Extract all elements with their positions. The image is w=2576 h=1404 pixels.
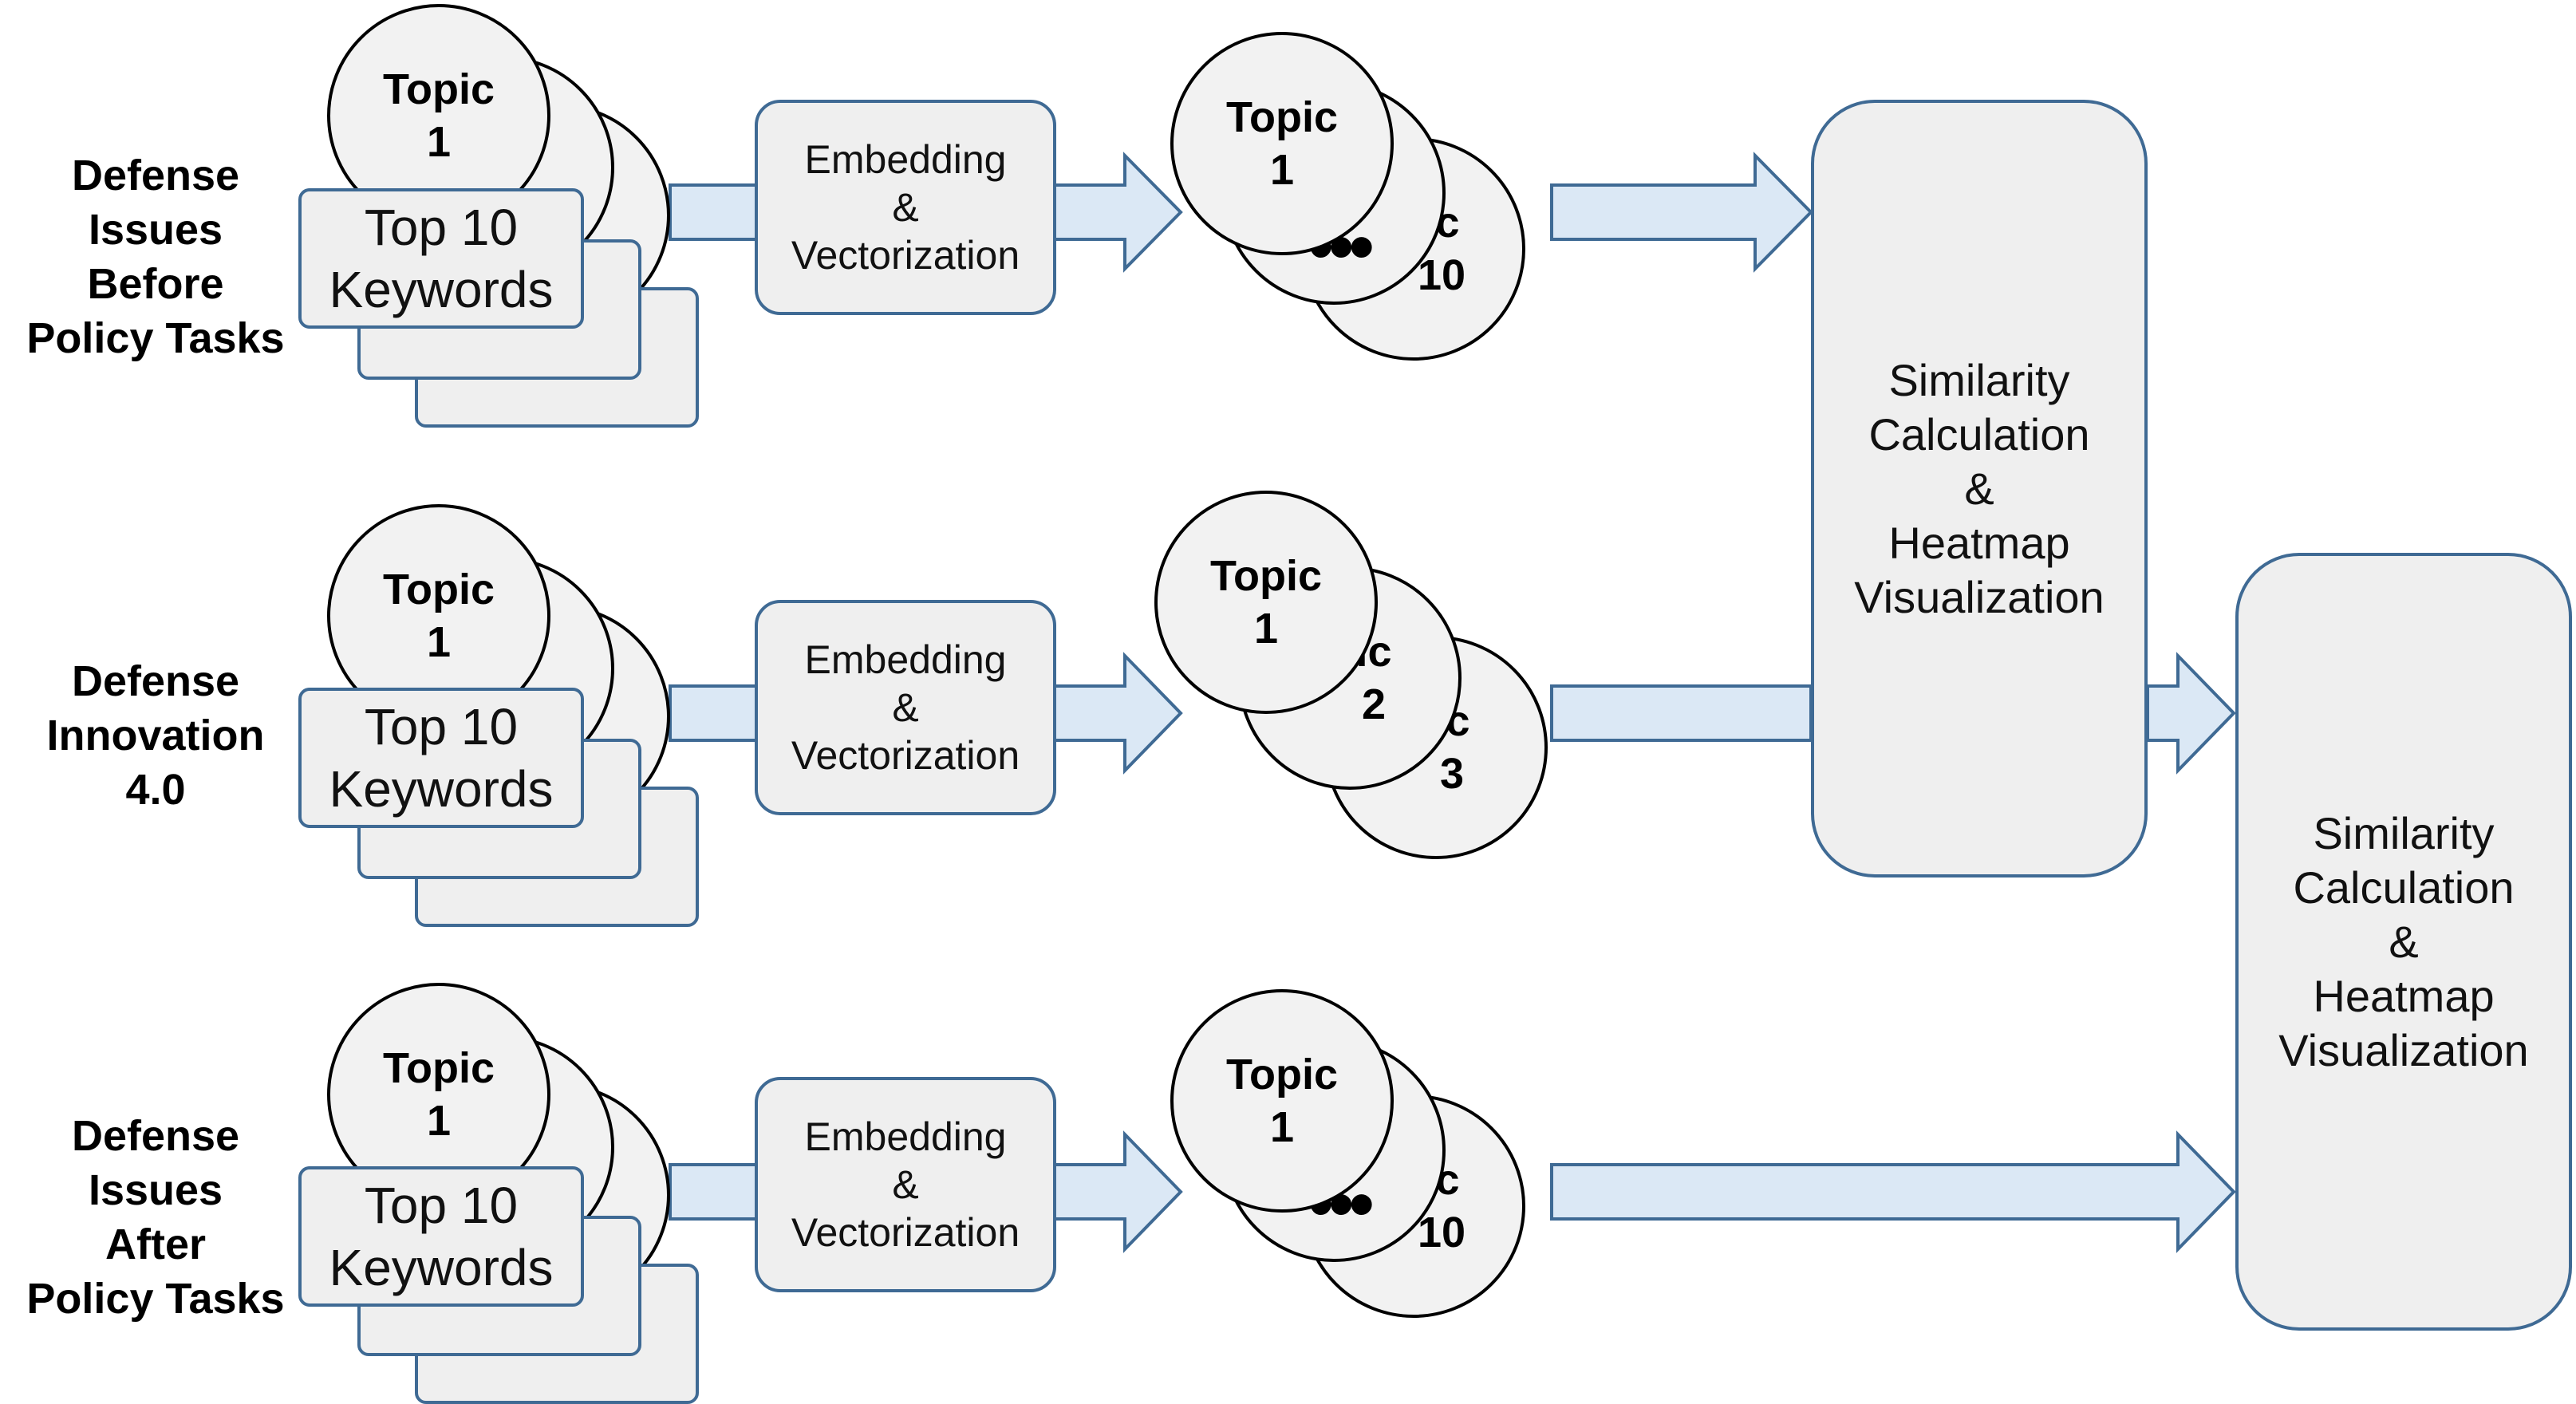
embedding-line: & — [892, 185, 919, 230]
arrow-embedding-to-topics-2 — [1053, 652, 1183, 775]
row-label-line: Issues — [88, 206, 223, 254]
row-label-line: Innovation — [46, 712, 265, 759]
topic-number: 3 — [1439, 750, 1465, 798]
topic-label: Topic — [1210, 552, 1322, 600]
similarity-line: Heatmap — [2313, 970, 2495, 1021]
embedding-line: Embedding — [804, 637, 1007, 682]
topic-label: Topic — [383, 566, 495, 613]
result-topic-1: Topic 1 — [1170, 989, 1394, 1213]
keywords-line: Top 10 — [364, 199, 519, 256]
row-label-line: Issues — [88, 1166, 223, 1214]
keywords-card: Top 10 Keywords — [298, 188, 584, 329]
row-label-line: 4.0 — [125, 766, 186, 814]
keywords-card: Top 10 Keywords — [298, 1166, 584, 1307]
row-label-line: Before — [87, 260, 224, 308]
similarity-line: Heatmap — [1888, 517, 2070, 568]
row-label-before: Defense Issues Before Policy Tasks — [4, 148, 307, 365]
topic-number: 1 — [426, 618, 452, 666]
arrow-topics-to-similarity-2 — [1550, 684, 1813, 742]
topic-number: 1 — [426, 1097, 452, 1145]
arrow-keywords-to-embedding-1 — [669, 183, 759, 241]
arrow-keywords-to-embedding-3 — [669, 1163, 759, 1221]
similarity-line: Similarity — [1888, 354, 2070, 405]
keywords-card: Top 10 Keywords — [298, 688, 584, 828]
topic-number: 1 — [426, 118, 452, 166]
similarity-line: Calculation — [1868, 408, 2090, 459]
embedding-line: Vectorization — [791, 1210, 1020, 1255]
row-label-line: Defense — [71, 152, 240, 199]
similarity-line: Visualization — [2278, 1024, 2529, 1075]
similarity-box-2: Similarity Calculation & Heatmap Visuali… — [2235, 553, 2572, 1331]
similarity-line: & — [2389, 916, 2419, 967]
arrow-similarity-to-final — [2146, 652, 2236, 775]
topic-number: 1 — [1253, 605, 1279, 653]
keywords-line: Keywords — [329, 261, 554, 318]
row-label-line: After — [105, 1221, 206, 1268]
keywords-line: Keywords — [329, 760, 554, 818]
keywords-line: Top 10 — [364, 1177, 519, 1234]
embedding-line: Vectorization — [791, 733, 1020, 778]
embedding-line: Embedding — [804, 137, 1007, 182]
similarity-line: Calculation — [2293, 862, 2515, 913]
topic-label: Topic — [1226, 1051, 1338, 1098]
result-topic-1: Topic 1 — [1154, 491, 1378, 714]
topic-number: 1 — [1269, 1103, 1295, 1151]
row-label-line: Policy Tasks — [26, 314, 285, 362]
similarity-line: & — [1964, 463, 1994, 514]
row-label-after: Defense Issues After Policy Tasks — [4, 1109, 307, 1326]
embedding-box-2: Embedding & Vectorization — [755, 600, 1056, 815]
topic-label: Topic — [1226, 93, 1338, 141]
embedding-box-1: Embedding & Vectorization — [755, 100, 1056, 315]
embedding-line: Embedding — [804, 1114, 1007, 1159]
arrow-topics-to-similarity-1 — [1550, 152, 1813, 273]
topic-label: Topic — [383, 1044, 495, 1092]
topic-number: 1 — [1269, 146, 1295, 194]
row-label-line: Policy Tasks — [26, 1275, 285, 1323]
arrow-embedding-to-topics-1 — [1053, 152, 1183, 273]
keywords-line: Top 10 — [364, 698, 519, 755]
row-label-innovation: Defense Innovation 4.0 — [4, 654, 307, 817]
embedding-box-3: Embedding & Vectorization — [755, 1077, 1056, 1292]
row-label-line: Defense — [71, 1112, 240, 1160]
embedding-line: & — [892, 1162, 919, 1207]
embedding-line: Vectorization — [791, 233, 1020, 278]
topic-number: 10 — [1417, 251, 1466, 299]
similarity-line: Similarity — [2313, 807, 2495, 858]
arrow-embedding-to-topics-3 — [1053, 1130, 1183, 1253]
arrow-topics-to-final — [1550, 1130, 2236, 1253]
keywords-line: Keywords — [329, 1239, 554, 1296]
topic-label: Topic — [383, 65, 495, 113]
embedding-line: & — [892, 685, 919, 730]
topic-number: 2 — [1361, 680, 1387, 728]
row-label-line: Defense — [71, 657, 240, 705]
result-topic-1: Topic 1 — [1170, 32, 1394, 255]
similarity-line: Visualization — [1854, 571, 2105, 622]
topic-number: 10 — [1417, 1209, 1466, 1256]
similarity-box-1: Similarity Calculation & Heatmap Visuali… — [1811, 100, 2148, 878]
arrow-keywords-to-embedding-2 — [669, 684, 759, 742]
